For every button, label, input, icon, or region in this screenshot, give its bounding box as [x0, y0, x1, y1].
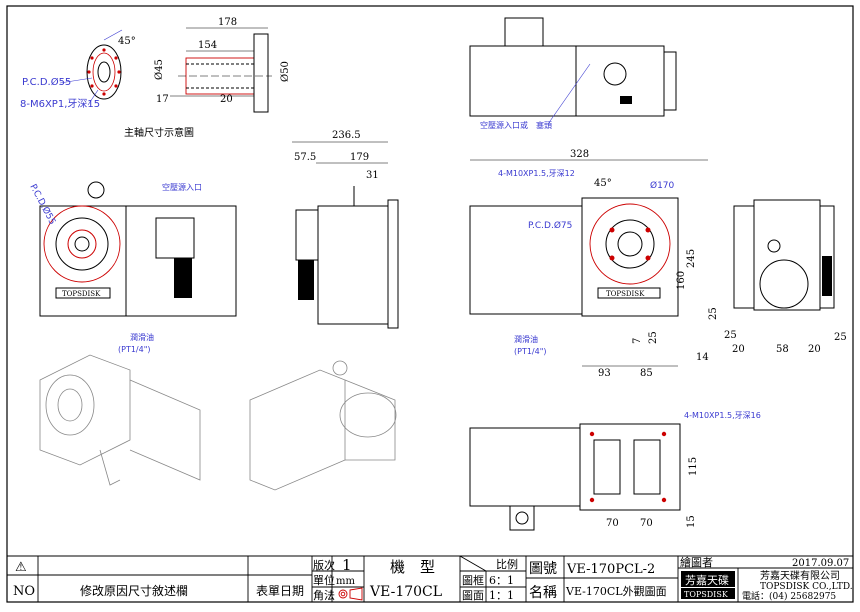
bottom-view: 4-M10XP1.5,牙深16 115 70 70 15: [469, 411, 761, 531]
dim-20b: 20: [732, 344, 745, 355]
spindle-angle-label: 45°: [118, 36, 136, 47]
sheet-border: [6, 5, 854, 603]
revision-column-label: 修改原因尺寸敘述欄: [80, 583, 188, 598]
oil-hole-note-left: 潤滑油: [130, 332, 154, 342]
drafter-label: 繪圖者: [680, 555, 713, 569]
model-value: VE-170CL: [369, 584, 442, 600]
dim-7: 7: [632, 338, 643, 344]
isometric-view-left: [39, 354, 201, 486]
brand-plate-main: TOPSDISK: [606, 290, 645, 298]
dim-93: 93: [598, 368, 611, 379]
date-value: 2017.09.07: [792, 558, 849, 569]
brand-plate-left: TOPSDISK: [62, 290, 101, 298]
dim-20a: 20: [220, 94, 233, 105]
air-inlet-note: 空壓源入口: [162, 182, 202, 192]
oil-hole-note-main: 潤滑油: [514, 334, 538, 344]
version-value: 1: [342, 556, 352, 574]
unit-value: mm: [336, 576, 355, 587]
angle-label: 角法: [313, 588, 335, 602]
pt14-note-left: (PT1/4"): [118, 345, 151, 354]
sheet-label: 圖面: [462, 589, 484, 602]
isometric-view-middle: [249, 360, 397, 491]
warning-icon: ⚠: [15, 560, 27, 575]
dim-328: 328: [570, 149, 589, 160]
phi50-label: Ø50: [280, 61, 291, 82]
pcd75-label: P.C.D.Ø75: [528, 220, 572, 231]
dim-236: 236.5: [332, 130, 361, 141]
dim-15: 15: [686, 515, 697, 528]
air-inlet-front-note: 空壓源入口或 塞頭: [480, 120, 552, 130]
pcd-side-label: P.C.D.Ø55: [27, 182, 58, 226]
unit-label: 單位: [313, 573, 335, 587]
company-phone: 電話：(04) 25682975: [742, 590, 836, 602]
no-label: NO: [13, 584, 35, 599]
dim-25d: 25: [834, 332, 847, 343]
projection-symbol-icon: [338, 587, 363, 601]
dim-17: 17: [156, 94, 169, 105]
dim-70a: 70: [606, 518, 619, 529]
pt14-note-main: (PT1/4"): [514, 347, 547, 356]
side-view-middle: 236.5 57.5 179 31: [292, 130, 399, 329]
front-view-left: TOPSDISK P.C.D.Ø55 空壓源入口 潤滑油 (PT1/4"): [27, 181, 237, 354]
company-name-cn: 芳嘉天碟有限公司: [760, 569, 840, 582]
dim-178: 178: [218, 17, 237, 28]
top-view: 空壓源入口或 塞頭: [469, 17, 677, 130]
version-label: 版次: [313, 558, 335, 572]
dim-25a: 25: [708, 307, 719, 320]
drawing-no-label: 圖號: [529, 561, 557, 577]
pcd55-label: P.C.D.Ø55: [22, 76, 71, 88]
dim-115: 115: [688, 457, 699, 476]
dim-31: 31: [366, 170, 379, 181]
side-view-right: 25 20 58 20 25: [724, 199, 847, 355]
m6-thread-note: 8-M6XP1,牙深15: [20, 98, 100, 110]
sheet-value: 1：1: [489, 589, 514, 602]
dim-57: 57.5: [294, 152, 316, 163]
m10-bottom-note: 4-M10XP1.5,牙深16: [684, 411, 761, 420]
spindle-caption: 主軸尺寸示意圖: [124, 126, 194, 139]
dim-70b: 70: [640, 518, 653, 529]
company-logo-en: TOPSDISK: [684, 590, 729, 599]
dim-14: 14: [696, 352, 709, 363]
dim-58: 58: [776, 344, 789, 355]
model-label: 機 型: [390, 558, 435, 576]
dim-25b: 25: [648, 331, 659, 344]
phi45-label: Ø45: [154, 59, 165, 80]
frame-label: 圖框: [462, 574, 484, 587]
frame-value: 6：1: [489, 574, 514, 587]
m10-top-note: 4-M10XP1.5,牙深12: [498, 169, 575, 178]
scale-label: 比例: [496, 557, 518, 571]
name-label: 名稱: [529, 585, 557, 601]
phi170-label: Ø170: [650, 180, 675, 191]
dim-85: 85: [640, 368, 653, 379]
title-block: [7, 555, 853, 602]
company-logo: 芳嘉天碟 TOPSDISK: [681, 571, 735, 599]
company-name-en: TOPSDISK CO.,LTD.: [760, 582, 853, 592]
angle-45-main: 45°: [594, 178, 612, 189]
name-value: VE-170CL外觀圖面: [565, 585, 667, 598]
drawing-no-value: VE-170PCL-2: [566, 562, 655, 577]
dim-154: 154: [198, 40, 217, 51]
dim-20c: 20: [808, 344, 821, 355]
front-view-main: 328 TOPSDISK 4-M10XP1.5,牙深12 45° Ø170 P.…: [469, 149, 719, 379]
dim-245: 245: [686, 249, 697, 268]
dim-160: 160: [676, 271, 687, 290]
dim-25c: 25: [724, 330, 737, 341]
spindle-detail: 45° P.C.D.Ø55 8-M6XP1,牙深15 178 154 17 20…: [20, 17, 291, 139]
form-date-label: 表單日期: [256, 584, 304, 598]
company-logo-cn: 芳嘉天碟: [685, 573, 729, 587]
dim-179: 179: [350, 152, 369, 163]
